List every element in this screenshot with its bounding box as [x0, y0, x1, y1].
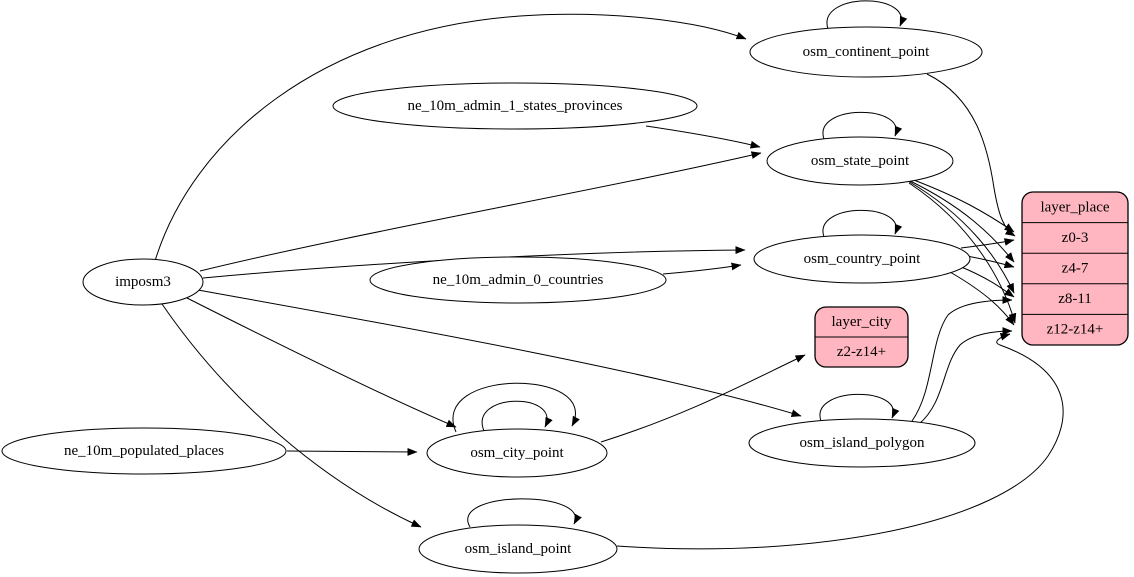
layer_place-row-z4-7: z4-7 — [1062, 261, 1089, 277]
edges — [154, 0, 1064, 550]
node-layer_place: layer_place z0-3 z4-7 z8-11 z12-z14+ — [1021, 191, 1129, 346]
node-ne_10m_admin_0_countries: ne_10m_admin_0_countries — [369, 256, 667, 304]
layer_place-row-z0-3: z0-3 — [1062, 230, 1089, 246]
edge-osm_state_point-z12-z14 — [908, 182, 1017, 324]
edge-ne_10m_admin_1_states_provinces-osm_state_point — [645, 125, 761, 149]
edge-osm_country_point-z0-3 — [960, 238, 1015, 249]
edge-imposm3-osm_state_point — [199, 151, 762, 272]
layer_city-row-z2-z14: z2-z14+ — [837, 344, 886, 360]
node-osm_city_point: osm_city_point — [426, 428, 608, 478]
imposm3-shape — [82, 258, 204, 306]
node-osm_island_polygon: osm_island_polygon — [748, 418, 976, 468]
node-ne_10m_populated_places: ne_10m_populated_places — [1, 427, 287, 475]
self-loop-osm_island_polygon — [819, 393, 900, 422]
node-osm_state_point: osm_state_point — [766, 136, 954, 186]
edge-osm_island_polygon-z8-11 — [911, 296, 1013, 422]
osm_city_point-shape — [426, 428, 608, 478]
osm_continent_point-shape — [749, 26, 983, 78]
self-loop-osm_continent_point — [826, 0, 908, 30]
osm_island_point-label: osm_island_point — [465, 541, 573, 557]
edge-osm_country_point-z4-7 — [966, 255, 1015, 269]
ne_10m_populated_places-shape — [1, 427, 287, 475]
edge-ne_10m_admin_0_countries-osm_country_point — [662, 262, 742, 275]
edge-ne_10m_populated_places-osm_city_point — [286, 448, 418, 456]
osm_country_point-label: osm_country_point — [804, 251, 921, 267]
imposm3-label: imposm3 — [115, 274, 171, 290]
ne_10m_admin_0_countries-shape — [369, 256, 667, 304]
layer_place-title: layer_place — [1040, 200, 1109, 216]
edge-osm_state_point-z4-7 — [905, 178, 1015, 263]
osm_continent_point-label: osm_continent_point — [803, 44, 930, 60]
edge-osm_island_polygon-z12-z14 — [918, 327, 1013, 425]
edge-imposm3-osm_continent_point — [154, 13, 747, 262]
layer_place-row-z8-11: z8-11 — [1058, 291, 1092, 307]
node-osm_continent_point: osm_continent_point — [749, 26, 983, 78]
edge-osm_country_point-z8-11 — [958, 265, 1015, 298]
osm_island_polygon-shape — [748, 418, 976, 468]
osm_country_point-shape — [753, 234, 971, 284]
ne_10m_admin_0_countries-label: ne_10m_admin_0_countries — [433, 272, 604, 288]
osm_state_point-label: osm_state_point — [811, 153, 910, 169]
ne_10m_populated_places-label: ne_10m_populated_places — [64, 443, 224, 459]
edge-osm_island_point-z12-z14 — [616, 332, 1064, 550]
ne_10m_admin_1_states_provinces-shape — [332, 82, 698, 130]
edge-osm_country_point-z12-z14 — [949, 271, 1015, 326]
node-imposm3: imposm3 — [82, 258, 204, 306]
self-loop-osm_state_point — [822, 111, 903, 140]
osm_state_point-shape — [766, 136, 954, 186]
layer_place-shape — [1021, 191, 1129, 346]
edge-osm_state_point-z0-3 — [902, 175, 1015, 233]
node-ne_10m_admin_1_states_provinces: ne_10m_admin_1_states_provinces — [332, 82, 698, 130]
edge-osm_city_point-layer_city-z2-z14 — [600, 354, 806, 443]
self-loop-osm_island_point — [467, 498, 582, 528]
osm_city_point-label: osm_city_point — [470, 445, 564, 461]
edge-imposm3-osm_island_point — [161, 303, 422, 528]
osm_island_polygon-label: osm_island_polygon — [799, 435, 925, 451]
layer_city-title: layer_city — [832, 314, 892, 330]
edge-imposm3-osm_island_polygon — [197, 289, 802, 417]
edge-osm_state_point-z8-11 — [907, 180, 1015, 294]
node-layer_city: layer_city z2-z14+ — [814, 306, 909, 368]
self-loop-osm_city_point-inner — [481, 400, 553, 432]
ne_10m_admin_1_states_provinces-label: ne_10m_admin_1_states_provinces — [408, 98, 623, 114]
edge-imposm3-osm_city_point — [186, 297, 457, 428]
self-loop-osm_country_point — [822, 209, 903, 238]
node-osm_island_point: osm_island_point — [418, 524, 618, 574]
self-loop-osm_city_point-outer — [452, 382, 580, 433]
layer_place-row-z12-z14: z12-z14+ — [1047, 322, 1104, 338]
osm_island_point-shape — [418, 524, 618, 574]
node-osm_country_point: osm_country_point — [753, 234, 971, 284]
